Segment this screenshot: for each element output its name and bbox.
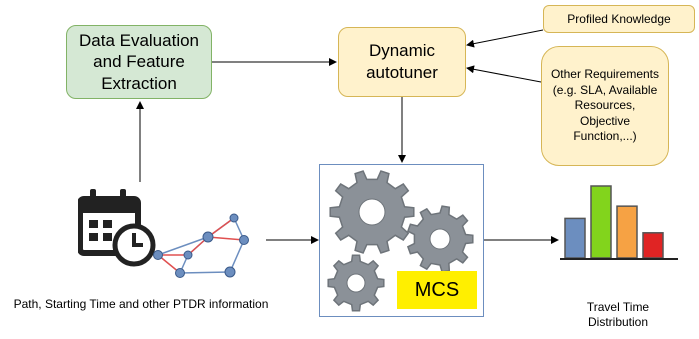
data-evaluation-box: Data Evaluation and Feature Extraction bbox=[66, 25, 212, 99]
travel-time-label: Travel Time Distribution bbox=[586, 300, 650, 329]
bar bbox=[564, 217, 586, 259]
arrow-profiled-to-autotuner bbox=[466, 29, 544, 48]
small-gear-hole bbox=[346, 273, 366, 293]
path-graph-icon bbox=[153, 213, 249, 278]
bar bbox=[590, 185, 612, 259]
other-requirements-box: Other Requirements (e.g. SLA, Available … bbox=[541, 46, 669, 166]
bar bbox=[616, 205, 638, 259]
mcs-label: MCS bbox=[397, 271, 477, 309]
profiled-knowledge-box: Profiled Knowledge bbox=[543, 5, 695, 33]
medium-gear-hole bbox=[429, 228, 451, 250]
mcs-box: MCS bbox=[319, 164, 484, 317]
profiled-knowledge-label: Profiled Knowledge bbox=[567, 12, 671, 26]
travel-time-chart bbox=[560, 185, 678, 260]
calendar-clock-icon bbox=[78, 189, 156, 267]
other-requirements-label: Other Requirements (e.g. SLA, Available … bbox=[550, 67, 660, 144]
dynamic-autotuner-label: Dynamic autotuner bbox=[366, 40, 438, 82]
gears-icon bbox=[327, 170, 474, 312]
arrow-requirements-to-autotuner bbox=[466, 65, 542, 83]
mcs-label-text: MCS bbox=[414, 278, 460, 301]
data-evaluation-label: Data Evaluation and Feature Extraction bbox=[78, 31, 200, 93]
large-gear-hole bbox=[358, 198, 386, 226]
path-info-label: Path, Starting Time and other PTDR infor… bbox=[13, 297, 269, 311]
dynamic-autotuner-box: Dynamic autotuner bbox=[338, 27, 466, 97]
bar bbox=[642, 232, 664, 259]
